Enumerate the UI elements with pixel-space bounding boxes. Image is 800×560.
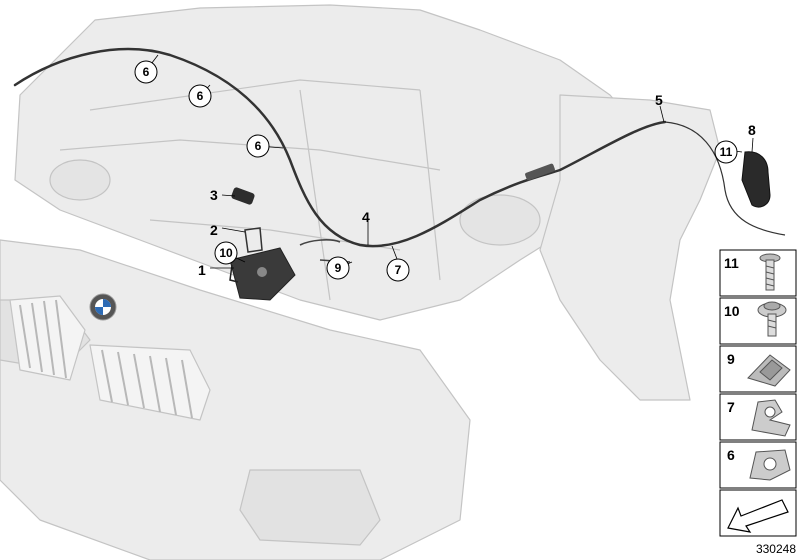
legend-label-9: 9 [727, 351, 735, 367]
cable-end-right [664, 121, 786, 236]
callout-labels: 1 2 3 4 5 8 [198, 92, 756, 278]
hood-lock-icon [229, 247, 296, 301]
callout-6-middle: 6 [197, 89, 204, 103]
callout-6-lower: 6 [255, 139, 262, 153]
screw-icon [759, 253, 781, 291]
legend-label-11: 11 [724, 255, 739, 271]
legend-label-7: 7 [727, 399, 735, 415]
callout-2: 2 [210, 222, 218, 238]
car-body-illustration [0, 4, 721, 560]
circled-callouts [134, 60, 738, 282]
callout-1: 1 [198, 262, 206, 278]
lock-bracket-icon [244, 227, 263, 253]
cable-clip-icon [751, 399, 791, 437]
callout-10: 10 [219, 246, 233, 260]
cable-holder-icon [749, 449, 791, 481]
striker-icon [231, 187, 255, 205]
legend-label-6: 6 [727, 447, 735, 463]
callout-11: 11 [720, 145, 733, 159]
diagram-id: 330248 [756, 542, 796, 556]
bowden-cable [13, 47, 667, 248]
callout-4: 4 [362, 209, 370, 225]
callout-6-upper: 6 [143, 65, 150, 79]
callout-3: 3 [210, 187, 218, 203]
parts-legend: 11 10 9 7 6 [719, 249, 797, 537]
circled-callout-labels: 6 6 6 7 9 10 11 [143, 65, 733, 277]
callout-5: 5 [655, 92, 663, 108]
callout-9: 9 [335, 261, 342, 275]
cable-sleeve [525, 163, 555, 181]
release-handle-icon [741, 151, 771, 208]
kidney-grille [19, 299, 193, 419]
legend-box-11 [719, 249, 797, 297]
legend-label-10: 10 [724, 303, 740, 319]
collar-screw-icon [757, 301, 787, 337]
arrow-icon [727, 499, 789, 533]
callout-7: 7 [395, 263, 402, 277]
brand-badge-icon [89, 293, 117, 321]
clip-nut-icon [747, 354, 791, 387]
callout-8: 8 [748, 122, 756, 138]
